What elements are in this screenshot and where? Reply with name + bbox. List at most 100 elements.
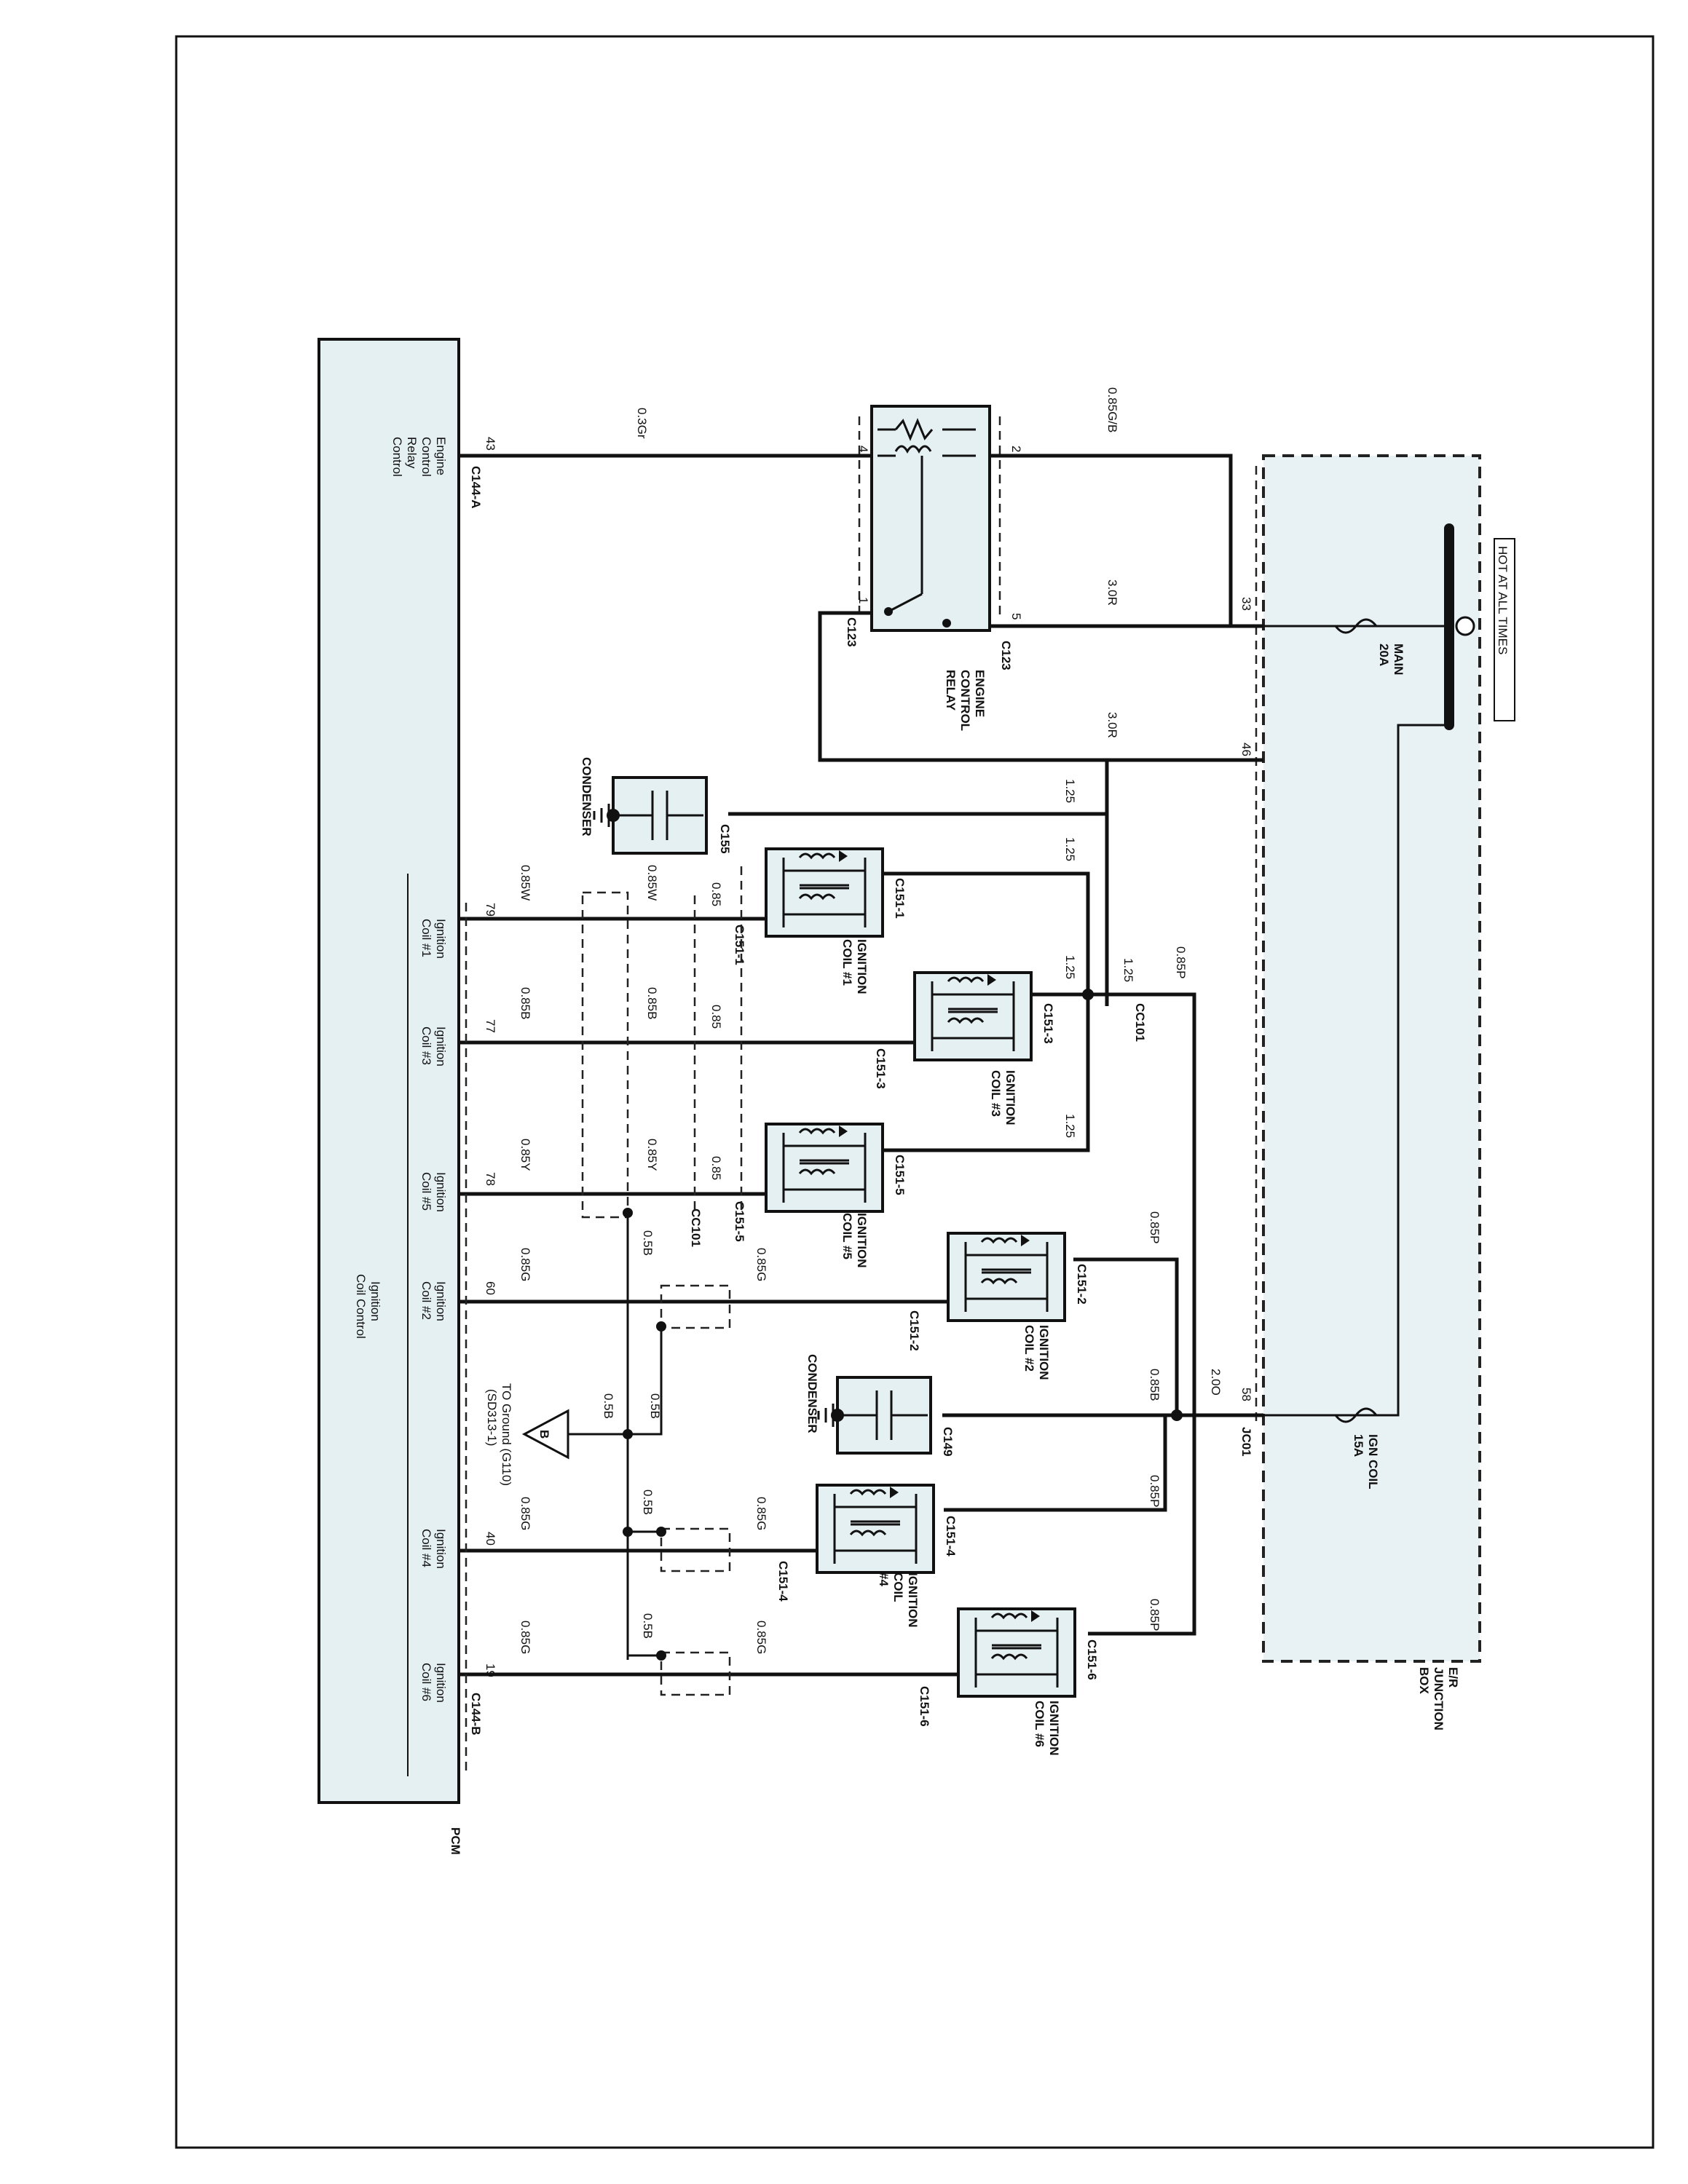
svg-text:60: 60 [484,1281,497,1295]
label-1.25-b: 1.25 [1063,837,1077,861]
label-0.5b-e: 0.5B [641,1613,655,1639]
hot-at-all-times-box [1494,538,1515,721]
svg-text:IGNITION: IGNITION [855,1213,869,1268]
svg-text:Coil #3: Coil #3 [419,1026,433,1065]
pcm-block [318,338,460,1804]
shield-1 [581,891,629,1219]
svg-text:15A: 15A [1352,1434,1365,1457]
label-0.3gr: 0.3Gr [635,408,649,439]
relay-pin-1: 1 [856,597,870,604]
label-0.85p-c: 0.85P [1148,1475,1162,1507]
svg-text:COIL #5: COIL #5 [840,1213,854,1259]
ignition-coil-3 [913,971,1033,1061]
svg-text:(SD313-1): (SD313-1) [485,1389,499,1446]
svg-text:COIL #3: COIL #3 [989,1070,1003,1117]
ground-triangle [521,1409,569,1460]
shield-2 [660,1284,731,1329]
svg-text:#4: #4 [877,1572,891,1586]
coil-4-conn: C151-4 [944,1516,958,1556]
relay-connector-b: C123 [999,641,1013,670]
shield-3 [660,1527,731,1572]
coil-2-conn: C151-2 [1075,1264,1089,1305]
svg-text:IGNITION: IGNITION [1003,1070,1017,1125]
label-3.0r-1: 3.0R [1105,579,1119,606]
svg-text:Ignition: Ignition [434,1026,448,1067]
label-0.85g-a: 0.85G [518,1248,532,1281]
svg-text:COIL #6: COIL #6 [1033,1701,1046,1747]
label-0.85-c: 0.85 [709,1156,723,1180]
jb-pin-58: 58 [1239,1388,1253,1401]
ignition-coil-4 [816,1484,935,1574]
label-0.85-a: 0.85 [709,882,723,906]
svg-text:IGNITION: IGNITION [906,1572,920,1628]
svg-text:Coil #6: Coil #6 [419,1663,433,1701]
wire-relay-coil-feed [990,454,1263,628]
ign-fuse-wire [1263,724,1449,1417]
label-0.5b-a: 0.5B [641,1230,655,1256]
label-1.25-d: 1.25 [1063,1114,1077,1138]
bus-terminal [1455,616,1475,636]
wire-0.85p-main [1136,992,1196,1456]
ignition-coil-5 [765,1123,884,1213]
svg-text:Control: Control [419,437,433,477]
svg-text:E/R: E/R [1446,1667,1460,1688]
wire-coil2-feed [1073,1257,1179,1415]
pcm-connector-a: C144-A [469,466,483,509]
svg-text:IGN COIL: IGN COIL [1366,1434,1380,1489]
svg-text:RELAY: RELAY [944,670,958,711]
label-0.85b-a: 0.85B [518,987,532,1019]
svg-text:79: 79 [484,903,497,917]
svg-text:Coil #4: Coil #4 [419,1529,433,1567]
label-0.85g-b: 0.85G [754,1248,768,1281]
svg-text:Ignition: Ignition [434,1172,448,1212]
svg-text:Coil #2: Coil #2 [419,1281,433,1320]
svg-text:IGNITION: IGNITION [1037,1325,1051,1380]
svg-text:Ignition: Ignition [434,1529,448,1569]
relay-label: ENGINE CONTROL RELAY [944,670,987,731]
label-0.85b-cond: 0.85B [1148,1369,1162,1401]
relay-connector-a: C123 [845,617,859,647]
coil-1-conn-b: C151-1 [733,925,746,965]
label-0.85p-b: 0.85P [1148,1211,1162,1243]
condenser-1-label: CONDENSER [580,757,593,836]
svg-text:COIL #1: COIL #1 [840,939,854,986]
coil-group-label: Ignition Coil Control [354,1274,382,1339]
coil-6-conn-b: C151-6 [918,1686,931,1727]
svg-text:ENGINE: ENGINE [973,670,987,717]
ground-letter: B [537,1430,551,1439]
label-0.5b-d: 0.5B [641,1489,655,1515]
coil-5-conn-b: C151-5 [733,1201,746,1242]
relay-pin-2: 2 [1009,446,1023,452]
ignition-coil-6 [957,1607,1076,1698]
label-0.85y-b: 0.85Y [645,1139,659,1171]
label-0.85w-a: 0.85W [518,865,532,901]
relay-pin-5: 5 [1009,613,1023,620]
svg-text:Ignition: Ignition [434,1281,448,1321]
relay-pin-4: 4 [856,446,870,452]
ign-fuse-label: IGN COIL 15A [1352,1434,1380,1489]
svg-text:Coil #5: Coil #5 [419,1172,433,1211]
svg-text:JUNCTION: JUNCTION [1432,1667,1446,1730]
label-0.85g-e: 0.85G [518,1621,532,1654]
ground-label: TO Ground (G110) (SD313-1) [485,1383,513,1486]
coil-1-conn: C151-1 [893,878,907,919]
svg-text:20A: 20A [1377,644,1391,666]
label-0.85gb: 0.85G/B [1105,387,1119,432]
svg-text:40: 40 [484,1532,497,1546]
engine-control-relay [870,405,991,632]
label-1.25-a: 1.25 [1063,779,1077,803]
junction-box [1262,454,1481,1663]
svg-text:Relay: Relay [405,437,419,469]
svg-text:Engine: Engine [434,437,448,475]
jb-pin-33: 33 [1239,597,1253,611]
condenser-2-label: CONDENSER [805,1354,819,1433]
svg-text:BOX: BOX [1417,1667,1431,1695]
svg-text:Control: Control [390,437,404,477]
svg-text:78: 78 [484,1172,497,1186]
